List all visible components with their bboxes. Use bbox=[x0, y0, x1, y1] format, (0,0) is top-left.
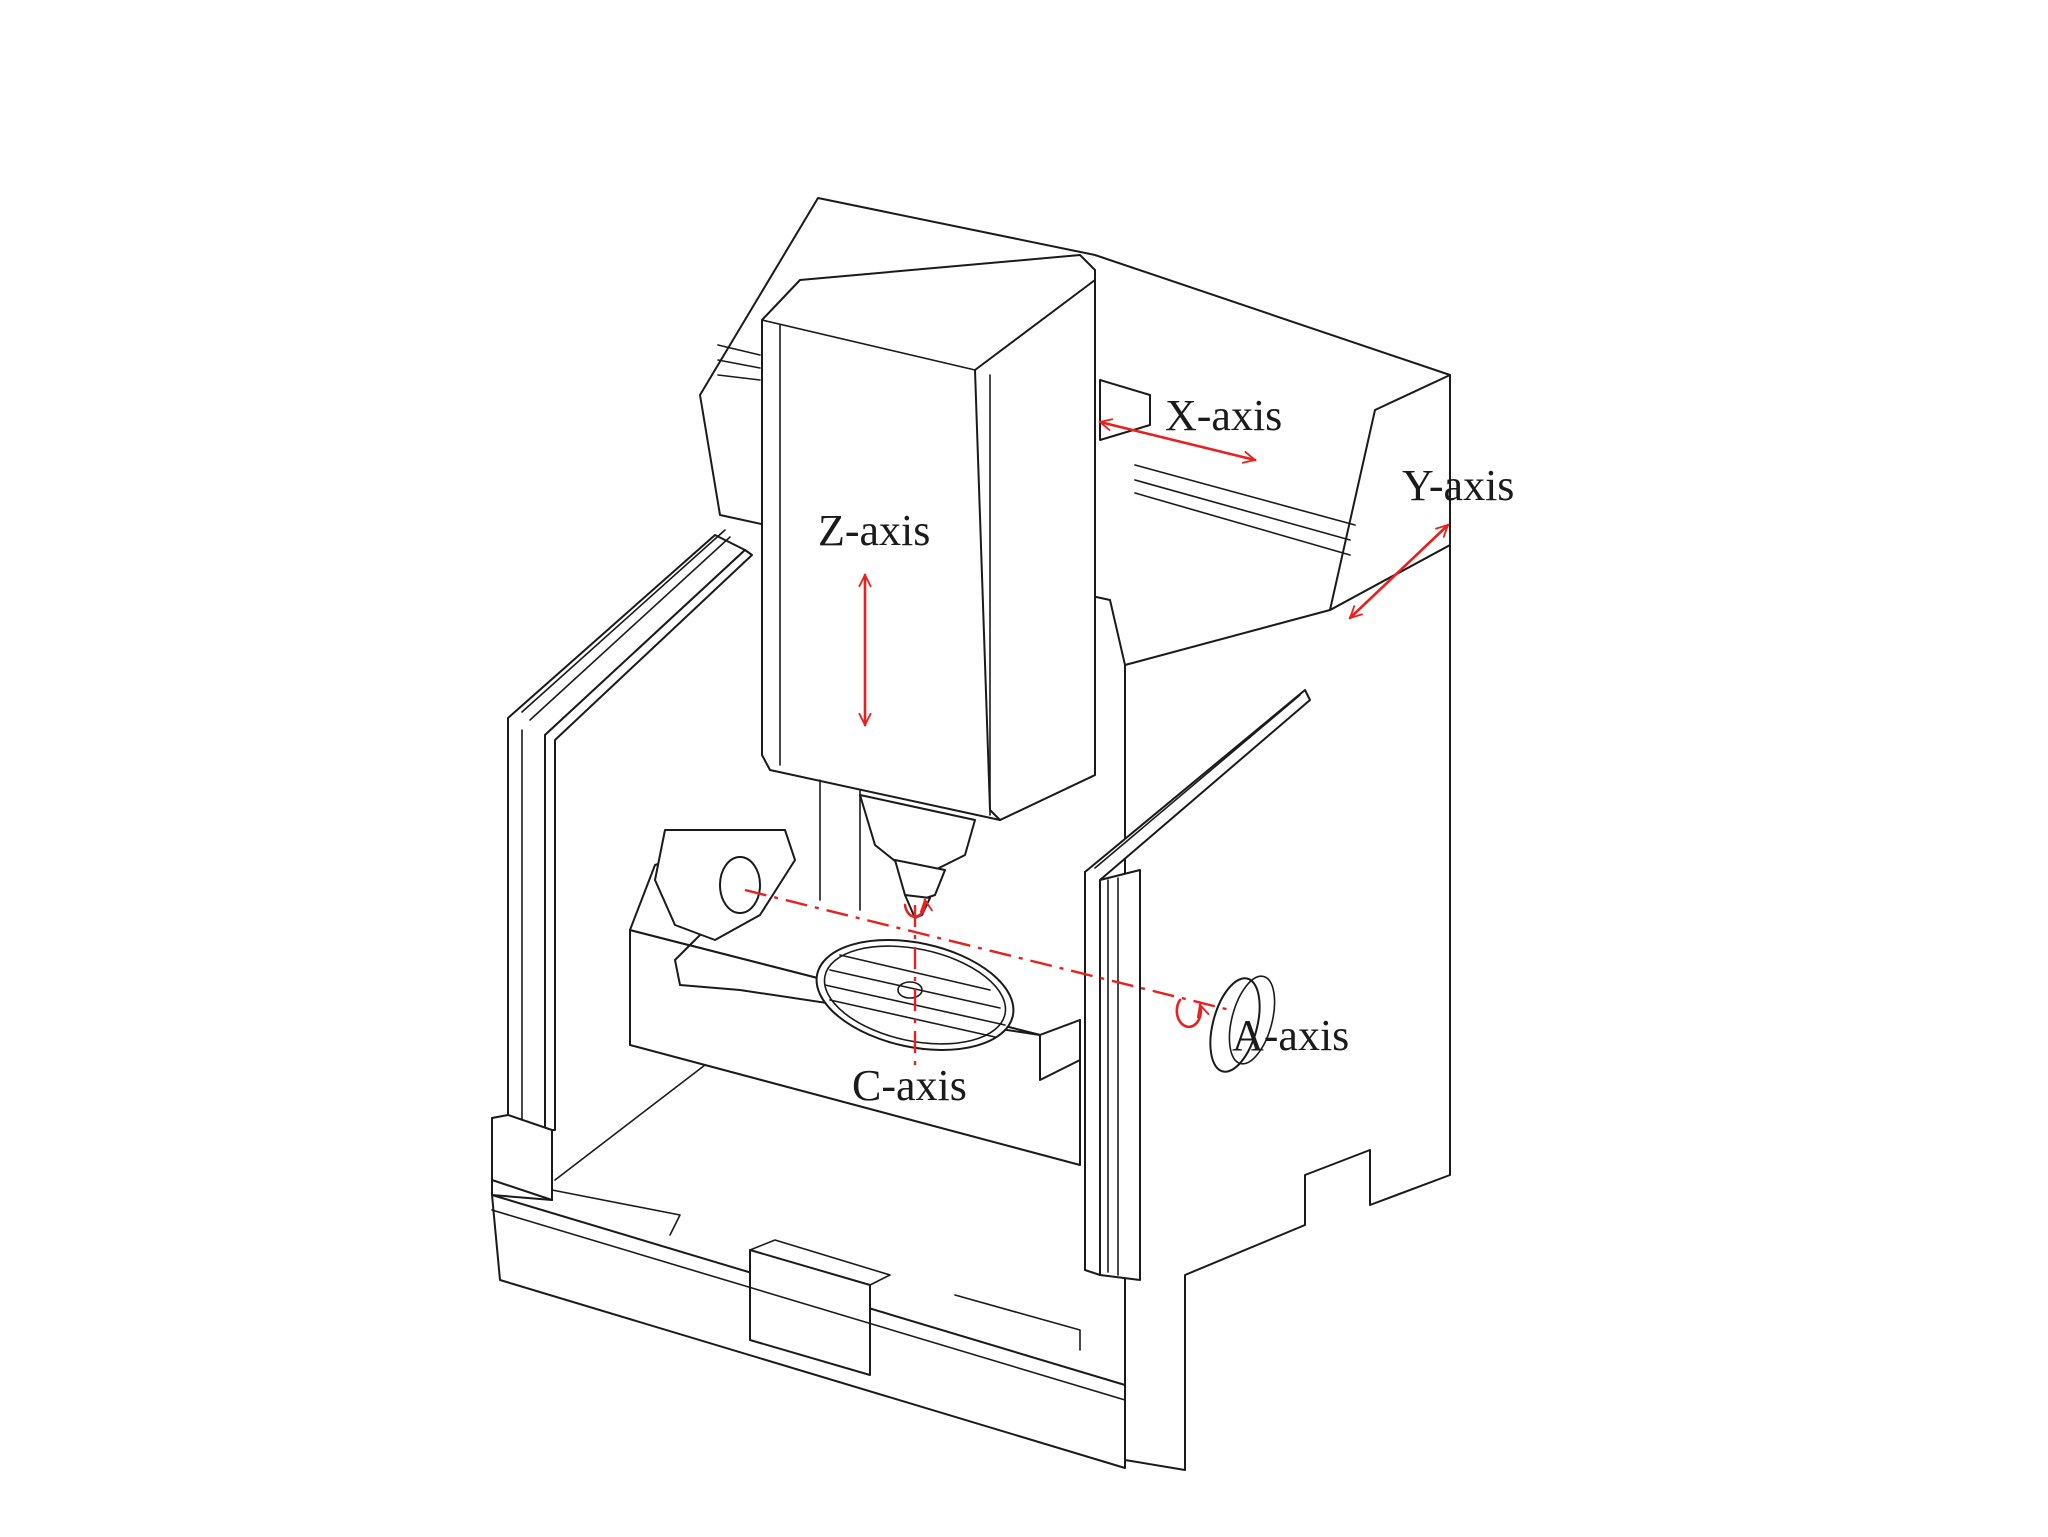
trunnion-table bbox=[629, 829, 1276, 1166]
a-axis-rotation-arrow bbox=[1175, 998, 1201, 1029]
z-axis-label: Z-axis bbox=[818, 506, 930, 555]
left-column bbox=[491, 529, 753, 1201]
axis-indicators bbox=[744, 422, 1448, 1070]
y-axis-arrow bbox=[1350, 525, 1448, 618]
x-axis-label: X-axis bbox=[1165, 391, 1282, 440]
c-axis-rotation-arrow bbox=[903, 900, 925, 918]
x-axis-arrow bbox=[1100, 422, 1255, 460]
a-axis-label: A-axis bbox=[1232, 1011, 1349, 1060]
spindle-head bbox=[761, 254, 1096, 919]
y-axis-label: Y-axis bbox=[1402, 461, 1514, 510]
right-column bbox=[1084, 689, 1311, 1281]
c-axis-label: C-axis bbox=[852, 1061, 967, 1110]
